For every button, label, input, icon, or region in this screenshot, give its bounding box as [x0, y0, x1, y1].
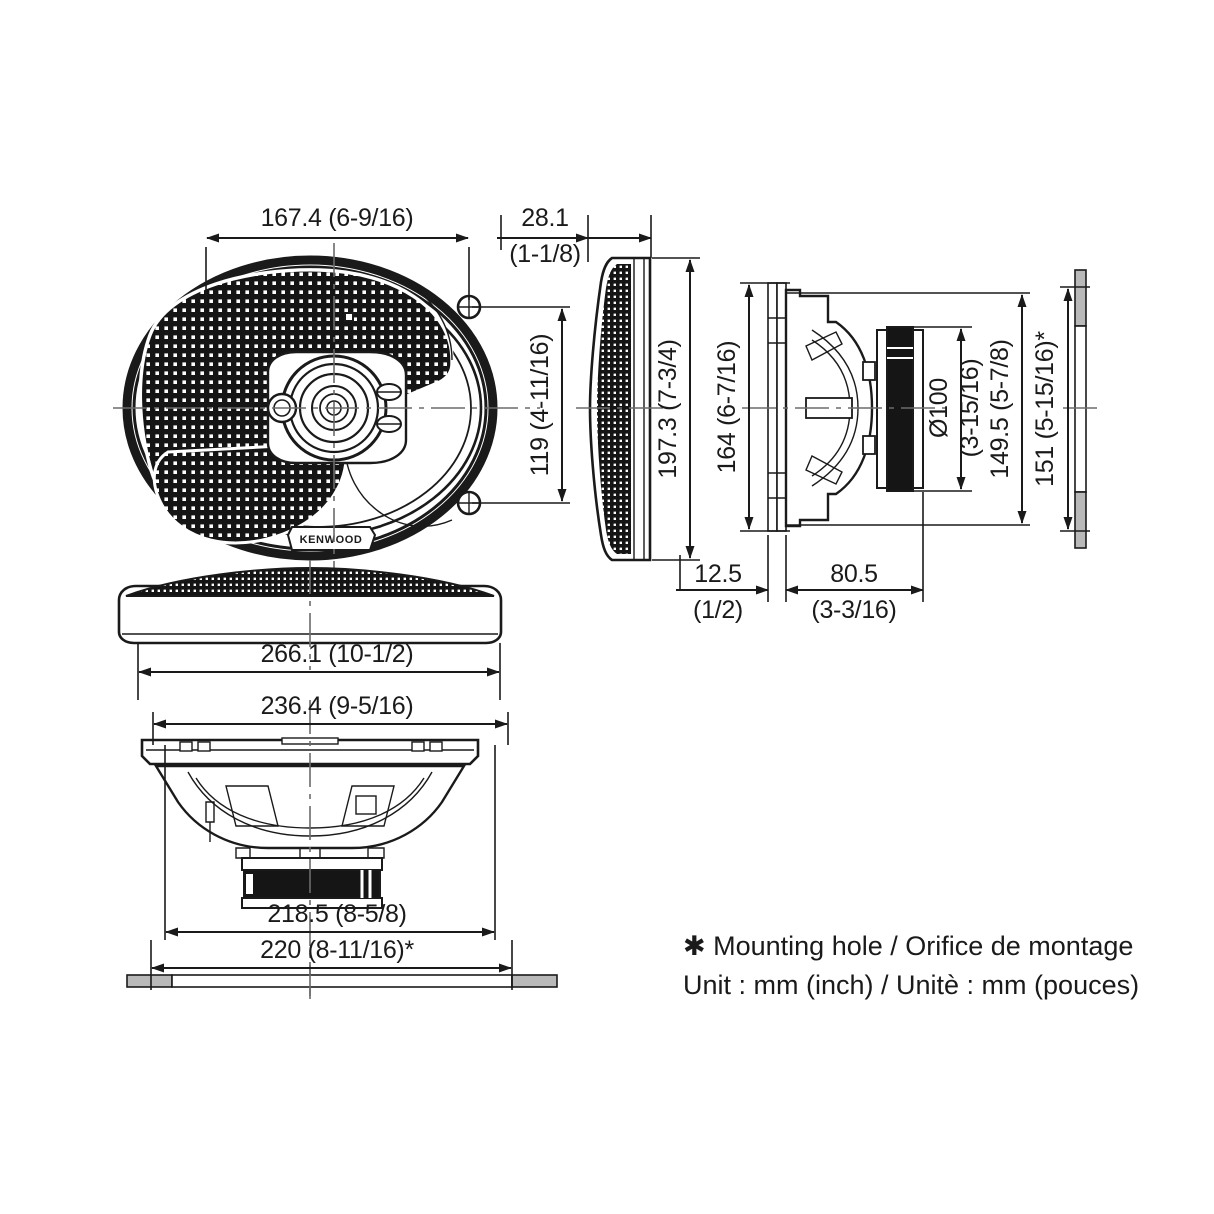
mounting-panel-bottom-segment — [1074, 491, 1087, 549]
section-flange-outer — [767, 282, 778, 532]
section-magnet — [886, 326, 914, 492]
dim-side-depth-label: 28.1 — [521, 204, 568, 232]
notes-block: ✱ Mounting hole / Orifice de montage Uni… — [683, 931, 1139, 1000]
dim-flange-thickness-label: 12.5 — [694, 560, 741, 588]
kenwood-badge: KENWOOD — [286, 526, 377, 551]
grille-mesh-lower — [152, 438, 348, 545]
dim-grille-height: 197.3 (7-3/4) — [652, 257, 700, 561]
section-top-plate — [876, 329, 888, 489]
dim-frame-height-label: 164 (6-7/16) — [713, 341, 741, 474]
note-unit: Unit : mm (inch) / Unitè : mm (pouces) — [683, 970, 1139, 1000]
dim-depth-behind-label: 80.5 — [830, 560, 877, 588]
section-rib-lower — [805, 455, 843, 485]
mounting-panel-left-segment — [126, 974, 173, 988]
dim-basket-length: 218.5 (8-5/8) — [164, 745, 496, 940]
note-mounting-hole: ✱ Mounting hole / Orifice de montage — [683, 931, 1133, 961]
basket-rib-right — [341, 785, 395, 827]
section-terminal-upper — [862, 361, 876, 381]
dim-magnet-diameter-label: Ø100 — [925, 378, 953, 438]
section-flange-inner — [776, 282, 787, 532]
dim-magnet-diameter: Ø100 (3-15/16) — [914, 326, 984, 492]
basket-terminal-block — [355, 795, 377, 815]
basket-rib-left — [225, 785, 279, 827]
front-view: KENWOOD — [113, 243, 540, 580]
dim-side-depth-inch-label: (1-1/8) — [509, 240, 581, 268]
dim-hole-spacing-label: 119 (4-11/16) — [526, 334, 554, 477]
mounting-panel-top-segment — [1074, 269, 1087, 327]
dim-front-width-label: 167.4 (6-9/16) — [261, 204, 414, 232]
dim-mounting-hole-length: 220 (8-11/16)* — [150, 936, 513, 990]
dim-mounting-hole-length-label: 220 (8-11/16)* — [260, 936, 414, 964]
section-terminal-lower — [862, 435, 876, 455]
dim-frame-height: 164 (6-7/16) — [713, 282, 790, 532]
dim-grille-height-label: 197.3 (7-3/4) — [654, 339, 682, 478]
dim-basket-length-label: 218.5 (8-5/8) — [267, 900, 406, 928]
kenwood-brand-label: KENWOOD — [300, 534, 363, 546]
dim-frame-length-label: 236.4 (9-5/16) — [261, 692, 414, 720]
dim-magnet-diameter-inch-label: (3-15/16) — [956, 359, 984, 458]
mounting-panel-bottom — [126, 962, 558, 1000]
mounting-panel-right-segment — [511, 974, 558, 988]
dim-depth-behind-inch-label: (3-3/16) — [811, 596, 896, 624]
section-back-plate — [912, 329, 924, 489]
narrow-side-view — [576, 256, 668, 562]
coaxial-driver-assembly — [266, 350, 408, 465]
dim-mounting-hole-height-label: 151 (5-15/16)* — [1031, 331, 1059, 487]
basket-top-plate — [241, 857, 383, 871]
dim-front-width: 167.4 (6-9/16) — [205, 204, 470, 305]
dim-hole-spacing: 119 (4-11/16) — [472, 306, 570, 504]
basket-magnet — [243, 869, 381, 899]
mounting-panel-hole-segment — [1074, 325, 1087, 493]
basket-profile-view — [140, 700, 480, 1000]
frame-arc-upper — [317, 257, 453, 361]
right-section-view — [742, 282, 950, 532]
dim-flange-height: 149.5 (5-7/8) — [786, 292, 1030, 526]
driver-count-marker — [344, 312, 354, 322]
dim-grille-length: 266.1 (10-1/2) — [137, 640, 501, 700]
basket-flange — [140, 738, 480, 766]
dim-grille-length-label: 266.1 (10-1/2) — [261, 640, 414, 668]
dim-flange-height-label: 149.5 (5-7/8) — [986, 339, 1014, 478]
basket-back-plate — [241, 897, 383, 909]
grille-profile-view — [117, 560, 503, 670]
mounting-panel-right — [1063, 269, 1098, 549]
mounting-panel-cutout-segment — [171, 974, 513, 988]
dim-frame-length: 236.4 (9-5/16) — [152, 692, 509, 745]
dim-section-depths: 12.5 (1/2) 80.5 (3-3/16) — [676, 492, 924, 624]
dim-mounting-hole-height: 151 (5-15/16)* — [1031, 286, 1090, 532]
section-rib-upper — [805, 331, 843, 361]
side-mesh-strip — [597, 264, 631, 554]
dim-flange-thickness-inch-label: (1/2) — [693, 596, 743, 624]
dim-side-depth: 28.1 (1-1/8) — [497, 204, 652, 268]
